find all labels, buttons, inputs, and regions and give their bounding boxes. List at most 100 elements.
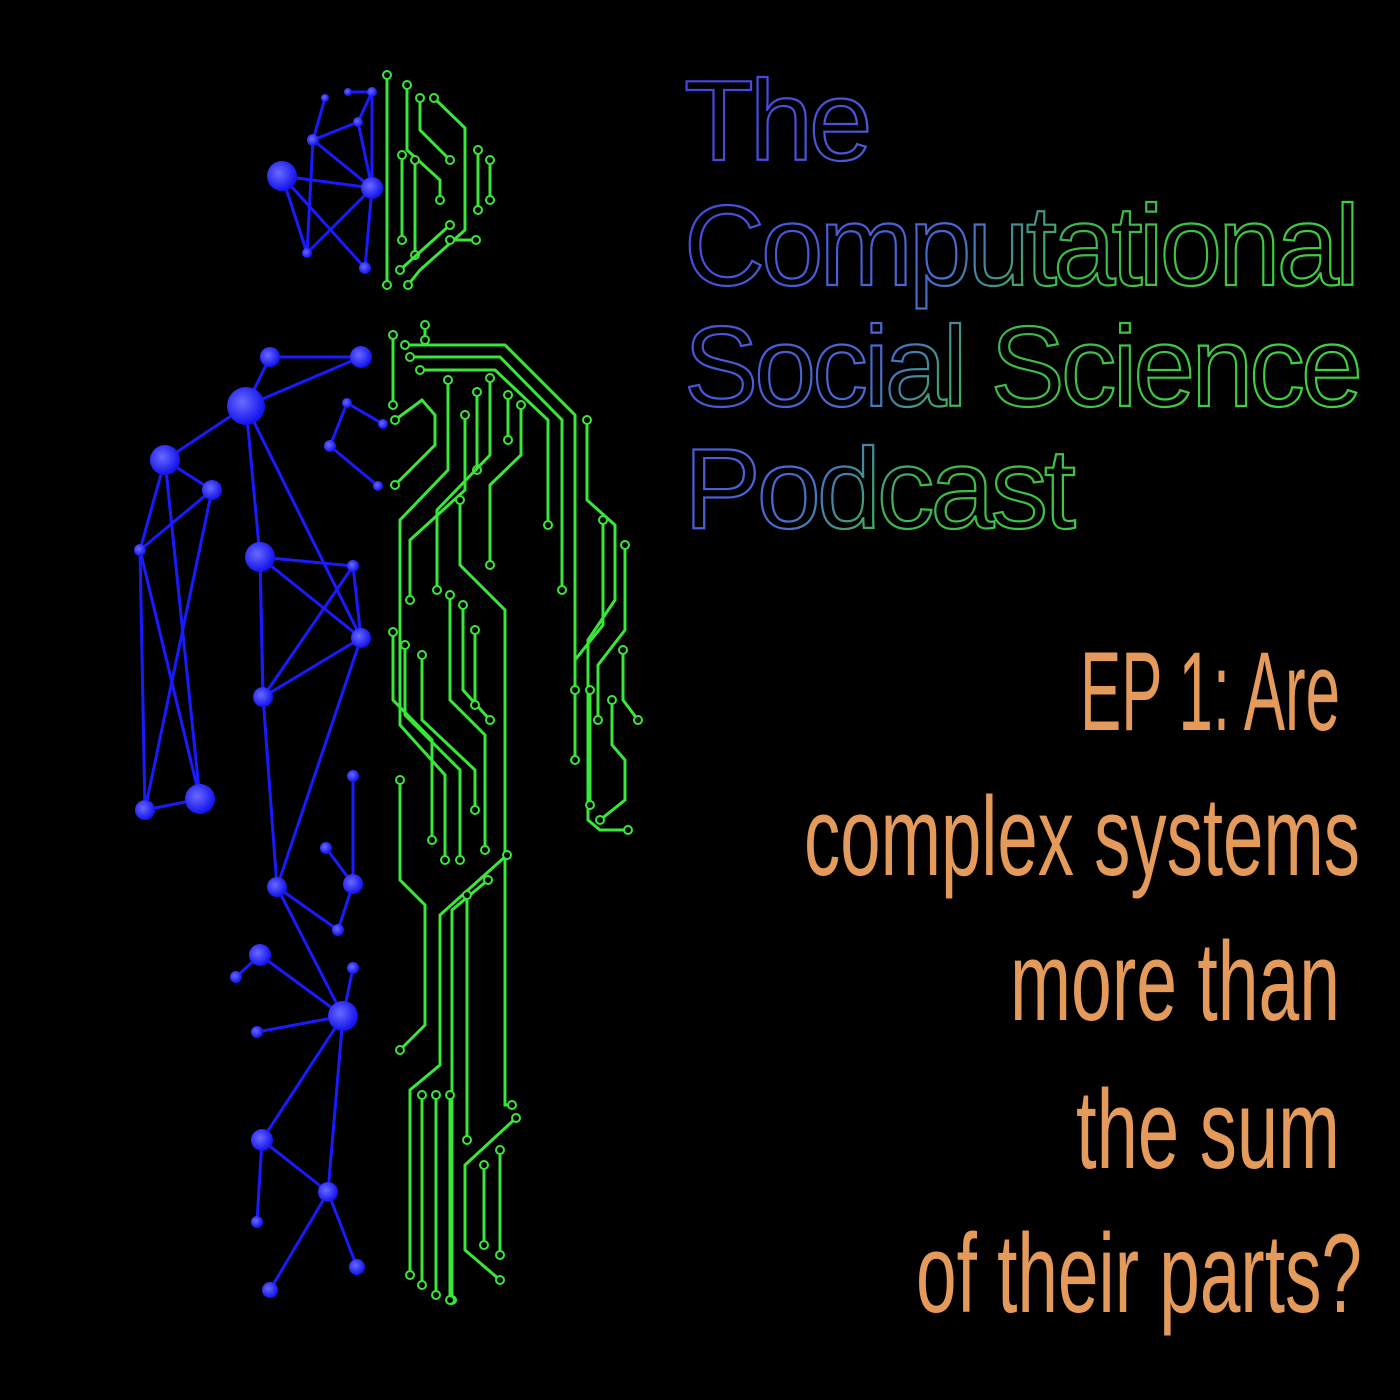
- circuit-pad: [633, 715, 643, 725]
- network-node: [230, 971, 242, 983]
- network-node: [367, 87, 377, 97]
- circuit-pad: [429, 93, 439, 103]
- network-node: [347, 962, 359, 974]
- circuit-pad: [620, 540, 630, 550]
- network-edge: [312, 138, 373, 190]
- circuit-trace: [450, 878, 489, 1300]
- circuit-trace: [398, 223, 452, 272]
- network-edge: [351, 565, 363, 639]
- circuit-trace: [398, 780, 427, 1052]
- circuit-trace: [405, 85, 442, 200]
- network-node: [344, 88, 352, 96]
- title-line-2: Computational: [684, 183, 1356, 310]
- network-edge: [275, 637, 363, 888]
- network-node: [260, 347, 280, 367]
- circuit-pad: [483, 875, 493, 885]
- network-node: [324, 440, 336, 452]
- circuit-pad: [598, 515, 608, 525]
- circuit-pad: [582, 415, 592, 425]
- network-node: [332, 924, 344, 936]
- circuit-pad: [400, 340, 410, 350]
- network-node: [267, 877, 287, 897]
- network-node: [351, 628, 371, 648]
- circuit-trace: [420, 655, 477, 810]
- network-edge: [363, 187, 374, 269]
- circuit-pad: [595, 815, 605, 825]
- circuit-trace: [418, 98, 452, 162]
- circuit-pad: [388, 400, 398, 410]
- circuit-pad: [445, 155, 455, 165]
- network-node: [251, 1129, 273, 1151]
- circuit-pad: [495, 1250, 505, 1260]
- circuit-trace: [573, 520, 605, 690]
- circuit-pad: [593, 715, 603, 725]
- circuit-trace: [403, 645, 462, 860]
- network-edge: [312, 120, 359, 142]
- circuit-trace: [391, 632, 434, 840]
- network-node: [373, 481, 383, 491]
- circuit-pad: [382, 70, 392, 80]
- network-node: [134, 544, 146, 556]
- circuit-pad: [405, 1270, 415, 1280]
- network-edge: [275, 886, 345, 1017]
- circuit-pad: [495, 1145, 505, 1155]
- network-edge: [138, 549, 147, 811]
- circuit-pad: [585, 685, 595, 695]
- network-node: [185, 784, 215, 814]
- circuit-pad: [458, 600, 468, 610]
- circuit-pad: [462, 890, 472, 900]
- circuit-pad: [388, 330, 398, 340]
- episode-line-1: EP 1: Are: [1080, 629, 1340, 754]
- circuit-trace: [420, 368, 550, 525]
- circuit-half: [382, 70, 643, 1305]
- circuit-pad: [472, 387, 482, 397]
- episode-line-2: complex systems: [804, 774, 1360, 899]
- circuit-trace: [599, 700, 627, 822]
- network-edge: [329, 444, 379, 488]
- circuit-pad: [445, 1295, 455, 1305]
- circuit-pad: [431, 1090, 441, 1100]
- network-edge: [245, 355, 362, 408]
- network-edge: [261, 565, 355, 698]
- circuit-pad: [417, 650, 427, 660]
- circuit-trace: [410, 355, 564, 590]
- circuit-pad: [395, 775, 405, 785]
- circuit-pad: [618, 645, 628, 655]
- network-node: [302, 248, 312, 258]
- network-node: [347, 560, 359, 572]
- circuit-pad: [473, 145, 483, 155]
- circuit-pad: [485, 715, 495, 725]
- circuit-pad: [415, 365, 425, 375]
- circuit-pad: [382, 280, 392, 290]
- circuit-pad: [543, 520, 553, 530]
- circuit-pad: [585, 800, 595, 810]
- circuit-pad: [415, 93, 425, 103]
- circuit-pad: [397, 150, 407, 160]
- network-edge: [268, 1191, 330, 1291]
- circuit-pad: [479, 1240, 489, 1250]
- network-edge: [259, 555, 362, 640]
- title-line-4: Podcast: [684, 426, 1075, 553]
- network-node: [245, 542, 275, 572]
- network-node: [320, 842, 332, 854]
- circuit-pad: [420, 320, 430, 330]
- circuit-pad: [432, 585, 442, 595]
- network-edge: [138, 549, 202, 800]
- circuit-trace: [393, 397, 437, 487]
- network-edge: [326, 1191, 359, 1268]
- circuit-pad: [397, 235, 407, 245]
- human-network-circuit-figure-icon: [134, 70, 643, 1305]
- network-half: [134, 87, 388, 1298]
- episode-line-3: more than: [1010, 919, 1340, 1044]
- network-node: [347, 770, 359, 782]
- episode-line-4: the sum: [1076, 1067, 1340, 1192]
- circuit-pad: [388, 627, 398, 637]
- network-node: [251, 1026, 263, 1038]
- circuit-pad: [462, 1135, 472, 1145]
- network-node: [307, 134, 319, 146]
- network-node: [353, 117, 363, 127]
- circuit-pad: [435, 195, 445, 205]
- circuit-pad: [623, 825, 633, 835]
- circuit-pad: [455, 495, 465, 505]
